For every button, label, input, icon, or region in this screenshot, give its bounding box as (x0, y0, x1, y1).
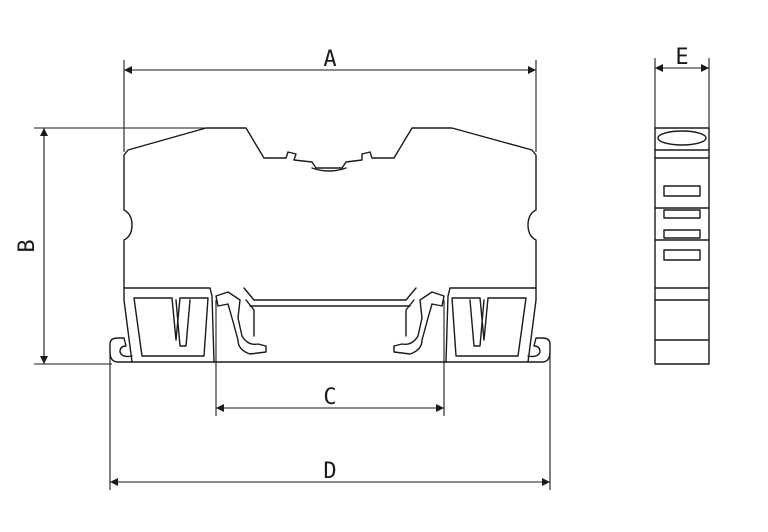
right-clip (393, 291, 445, 355)
side-outline (654, 127, 710, 365)
rail-left-tab (109, 337, 133, 363)
base-right-slot (451, 297, 527, 357)
dimension-b: B (15, 127, 206, 365)
front-view (109, 127, 551, 363)
right-v-spring (469, 299, 485, 347)
side-screw-ellipse (657, 130, 707, 146)
side-slot-3 (663, 229, 701, 239)
rail-right-tab (527, 337, 551, 363)
left-clip-hook (245, 299, 255, 337)
top-clamp-detail (311, 167, 347, 172)
dimension-e-label: E (675, 45, 688, 70)
side-slot-1 (663, 185, 701, 197)
dimension-c: C (215, 300, 445, 416)
right-clip-hook (405, 299, 415, 337)
side-slot-4 (663, 249, 701, 261)
dimension-b-label: B (15, 239, 40, 252)
body-outline (123, 127, 537, 289)
side-view (654, 127, 710, 365)
left-clip (215, 291, 267, 355)
dimension-e: E (654, 45, 710, 128)
dimension-a: A (123, 47, 537, 152)
base-left-slot (133, 297, 209, 357)
left-v-spring (175, 299, 191, 347)
dimension-d-label: D (323, 459, 336, 484)
dimension-d: D (109, 352, 551, 490)
base-center-bridge (243, 287, 417, 301)
dimension-c-label: C (323, 385, 336, 410)
dimension-a-label: A (323, 47, 336, 72)
side-slot-2 (663, 209, 701, 219)
